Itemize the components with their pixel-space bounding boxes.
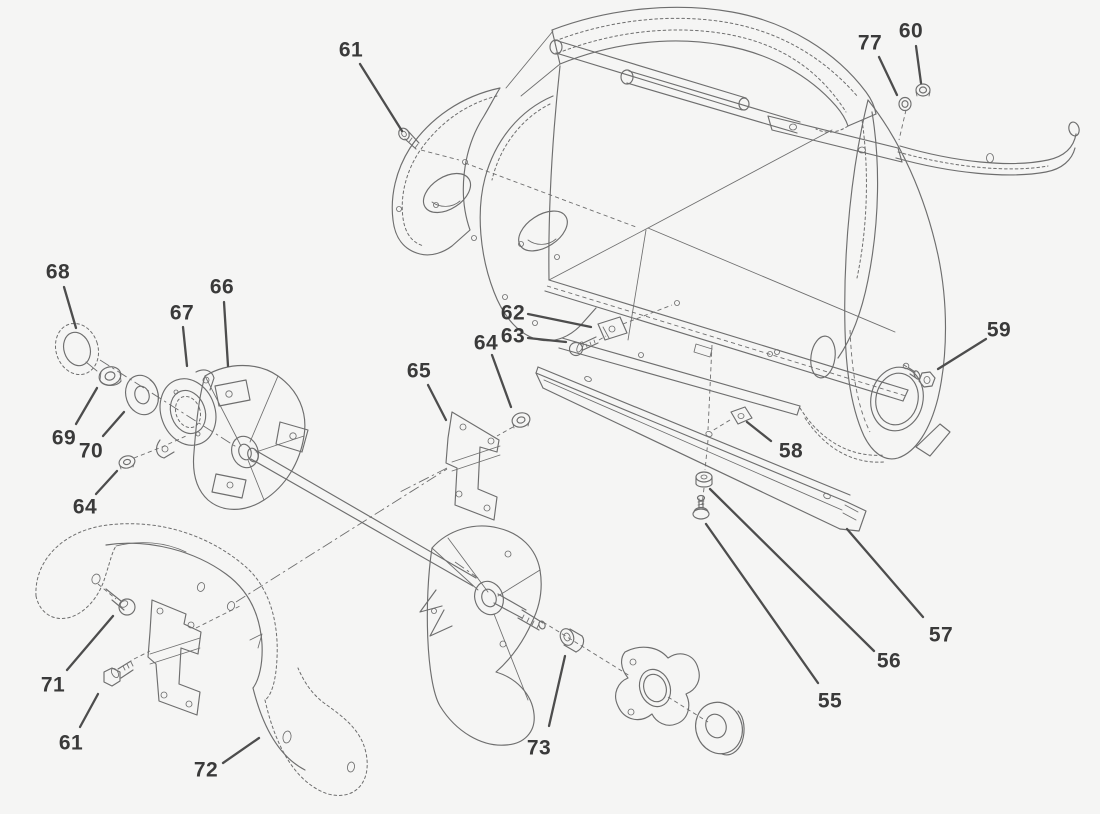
bearing-washer-70: [125, 374, 159, 416]
scraper-bar: [535, 366, 867, 532]
blade-bracket: [147, 599, 241, 716]
part-label-56-16: 56: [877, 650, 901, 673]
part-label-65-9: 65: [407, 360, 431, 383]
bracket-62: [597, 304, 673, 341]
washer-77: [898, 96, 912, 141]
part-label-61-0: 61: [339, 39, 363, 62]
leader-line-61-20: [78, 692, 100, 729]
leader-line-62-6: [526, 312, 593, 329]
leader-line-67-5: [181, 325, 189, 368]
part-label-66-4: 66: [210, 276, 234, 299]
part-label-72-21: 72: [194, 759, 218, 782]
leader-line-58-14: [745, 420, 773, 443]
leader-line-64-13: [94, 469, 119, 496]
bracket-65: [397, 411, 501, 521]
nut-64-left: [118, 435, 187, 470]
leader-line-70-12: [101, 410, 126, 438]
assembly-axes: [99, 359, 709, 723]
screw-71: [97, 583, 136, 616]
housing-body: [544, 65, 909, 416]
part-label-55-17: 55: [818, 690, 842, 713]
screw-55: [692, 487, 710, 520]
housing-right-side-panel: [799, 99, 951, 463]
leader-line-57-15: [845, 527, 925, 619]
part-label-67-5: 67: [170, 302, 194, 325]
part-label-58-14: 58: [779, 440, 803, 463]
part-label-60-2: 60: [899, 20, 923, 43]
nut-60: [915, 83, 931, 97]
part-label-64-8: 64: [474, 332, 498, 355]
leader-line-65-9: [426, 383, 448, 422]
leader-line-60-2: [914, 44, 923, 85]
auger-blade-72: [35, 523, 368, 796]
bolt-63: [568, 335, 607, 357]
nut-56: [695, 344, 713, 488]
auger-spider-66: [192, 364, 309, 510]
leader-line-63-7: [526, 336, 568, 344]
part-label-73-18: 73: [527, 737, 551, 760]
leader-line-55-17: [704, 522, 820, 685]
part-label-57-15: 57: [929, 624, 953, 647]
part-label-68-3: 68: [46, 261, 70, 284]
leader-line-73-18: [547, 654, 567, 728]
part-label-71-19: 71: [41, 674, 65, 697]
handle-bracket: [767, 115, 903, 163]
part-label-70-12: 70: [79, 440, 103, 463]
part-label-69-11: 69: [52, 427, 76, 450]
curved-handle-rod: [895, 121, 1080, 176]
flange-nut-69: [98, 366, 122, 386]
ring-68: [54, 322, 100, 376]
auger-shaft: [247, 447, 477, 587]
auger-spider-lower: [419, 525, 546, 746]
leader-line-64-8: [490, 353, 513, 409]
part-label-63-7: 63: [501, 325, 525, 348]
bushing-73: [559, 628, 585, 653]
part-label-59-10: 59: [987, 319, 1011, 342]
bearing-lower: [695, 701, 745, 756]
leader-line-72-21: [221, 736, 261, 765]
leader-line-69-11: [74, 386, 99, 426]
part-label-77-1: 77: [858, 32, 882, 55]
housing-chute-band: [505, 6, 877, 133]
nut-64-right: [496, 412, 531, 437]
housing-left-side-panel: [391, 87, 637, 256]
bearing-flange-67: [155, 369, 217, 459]
leader-line-59-10: [936, 337, 988, 371]
part-label-64-13: 64: [73, 496, 97, 519]
leader-line-77-1: [877, 55, 899, 97]
part-label-62-6: 62: [501, 302, 525, 325]
leader-line-66-4: [222, 300, 230, 368]
housing-cross-rods: [549, 39, 801, 134]
leader-line-61-0: [358, 62, 404, 133]
bearing-flange-lower: [615, 646, 700, 726]
bolt-59: [900, 362, 936, 388]
leader-line-71-19: [65, 614, 115, 672]
leader-line-68-3: [62, 285, 78, 330]
part-label-61-20: 61: [59, 732, 83, 755]
housing-middle-side-panel: [479, 95, 597, 342]
leader-line-56-16: [708, 487, 876, 653]
bolt-61-bottom: [103, 650, 151, 687]
clip-58: [711, 406, 753, 432]
screw-61-top: [398, 127, 460, 161]
